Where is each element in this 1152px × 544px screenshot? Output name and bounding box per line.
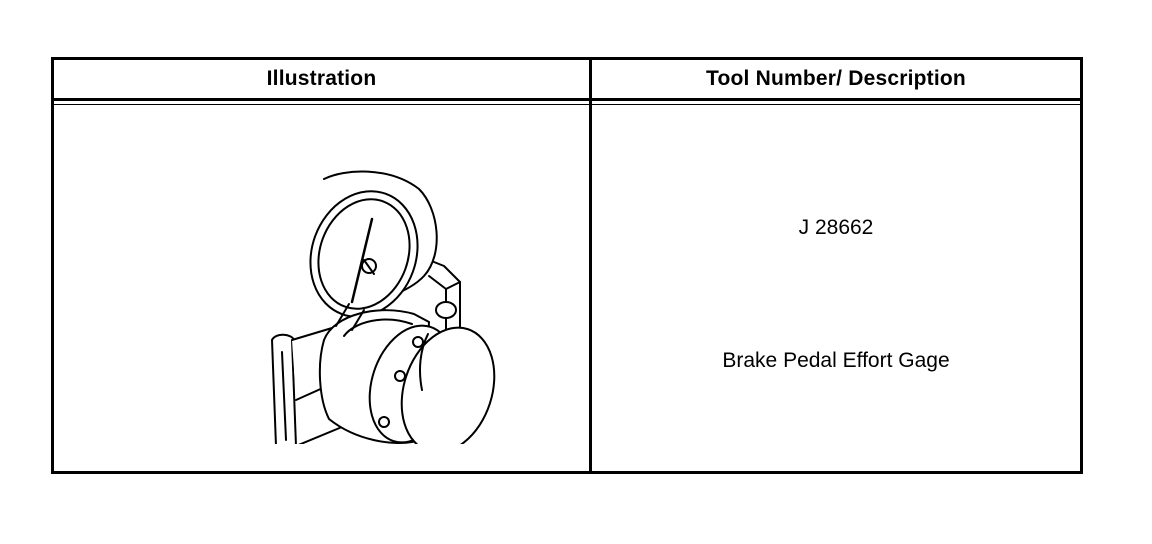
- brake-pedal-effort-gage-icon: [271, 170, 496, 444]
- header-illustration: Illustration: [266, 67, 377, 90]
- tool-table: Illustration Tool Number/ Description: [51, 57, 1083, 474]
- table-header-row: Illustration Tool Number/ Description: [54, 60, 1080, 105]
- header-tool-number-description: Tool Number/ Description: [706, 67, 966, 90]
- column-divider: [589, 60, 592, 471]
- tool-cell: J 28662 Brake Pedal Effort Gage: [592, 108, 1080, 471]
- illustration-cell: [54, 108, 589, 471]
- tool-number: J 28662: [798, 216, 874, 239]
- tool-description: Brake Pedal Effort Gage: [722, 349, 950, 372]
